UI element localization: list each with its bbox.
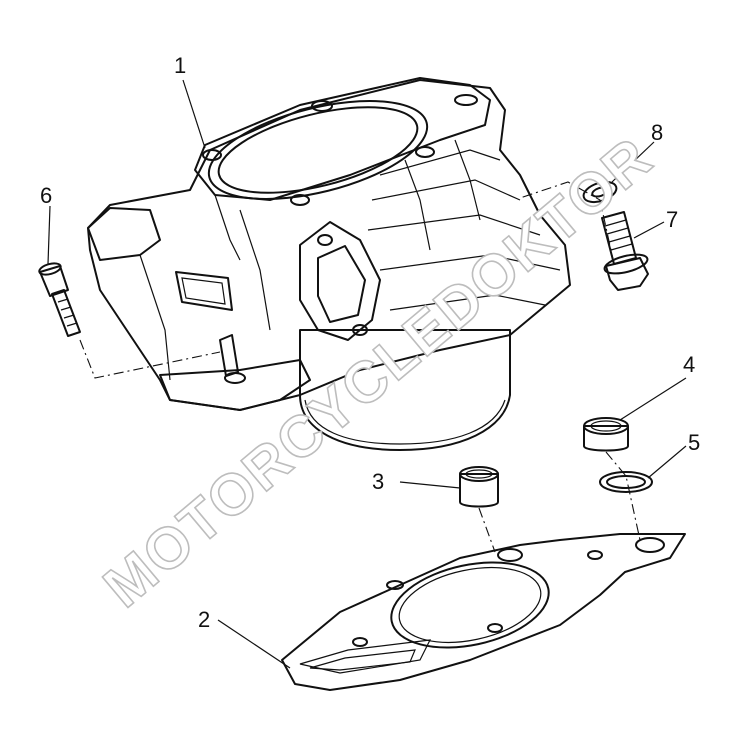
o-ring-5 <box>599 471 653 493</box>
socket-bolt-6 <box>38 262 81 337</box>
callout-labels: 1 2 3 4 5 6 7 8 <box>40 53 700 632</box>
assembly-lines <box>79 181 641 553</box>
callout-5: 5 <box>688 430 700 455</box>
callout-6: 6 <box>40 183 52 208</box>
callout-4: 4 <box>683 352 695 377</box>
base-gasket-part <box>281 533 686 691</box>
callout-7: 7 <box>666 207 678 232</box>
callout-8: 8 <box>651 120 663 145</box>
callout-2: 2 <box>198 607 210 632</box>
washer-8 <box>582 180 618 204</box>
callout-1: 1 <box>174 53 186 78</box>
callout-3: 3 <box>372 469 384 494</box>
cylinder-part <box>87 77 571 451</box>
dowel-pin-4 <box>583 417 629 452</box>
dowel-pin-3 <box>459 466 499 508</box>
flange-bolt-7 <box>601 211 649 291</box>
leader-lines <box>47 79 687 669</box>
